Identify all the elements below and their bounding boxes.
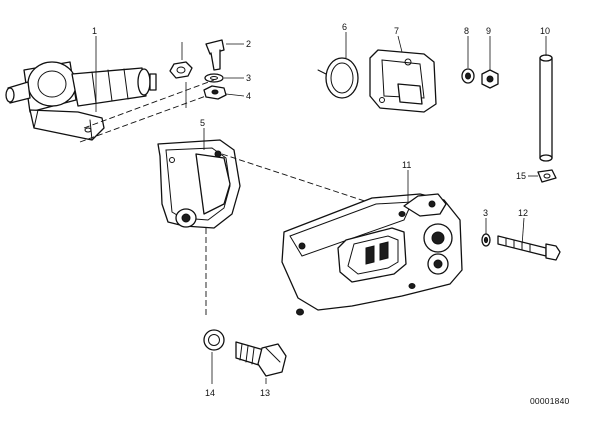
washer-ring-part-14[interactable]: [203, 329, 225, 351]
callout-5: 5: [200, 118, 205, 128]
screw-part-2[interactable]: [205, 39, 225, 71]
callout-14: 14: [205, 388, 215, 398]
callout-11: 11: [402, 160, 411, 170]
washer-part-8[interactable]: [461, 68, 475, 84]
bolt-part-12[interactable]: [497, 235, 561, 261]
washer-part-3-upper[interactable]: [204, 73, 224, 83]
nut-part-9[interactable]: [481, 69, 499, 89]
housing-plate-part-7[interactable]: [369, 49, 437, 113]
diagram-reference-number: 00001840: [530, 396, 569, 406]
callout-1: 1: [92, 26, 97, 36]
vacuum-unit-part[interactable]: [5, 61, 157, 141]
bracket-plate-part-5[interactable]: [157, 139, 241, 229]
bolt-part-13[interactable]: [235, 341, 287, 377]
callout-3-upper: 3: [246, 73, 251, 83]
gasket-ring-part-6[interactable]: [317, 57, 359, 99]
rod-part-10[interactable]: [539, 54, 553, 162]
callout-6: 6: [342, 22, 347, 32]
callout-7: 7: [394, 26, 399, 36]
washer-part-3-lower[interactable]: [481, 233, 491, 247]
callout-4: 4: [246, 91, 251, 101]
callout-12: 12: [518, 208, 528, 218]
callout-2: 2: [246, 39, 251, 49]
callout-3-lower: 3: [483, 208, 488, 218]
nut-part-18[interactable]: [169, 61, 193, 79]
callout-13: 13: [260, 388, 270, 398]
nut-part-4[interactable]: [203, 85, 227, 100]
callout-15: 15: [516, 171, 526, 181]
clip-part-15[interactable]: [537, 169, 557, 183]
callout-8: 8: [464, 26, 469, 36]
actuator-housing-part-11[interactable]: [281, 193, 463, 316]
callout-10: 10: [540, 26, 550, 36]
callout-9: 9: [486, 26, 491, 36]
